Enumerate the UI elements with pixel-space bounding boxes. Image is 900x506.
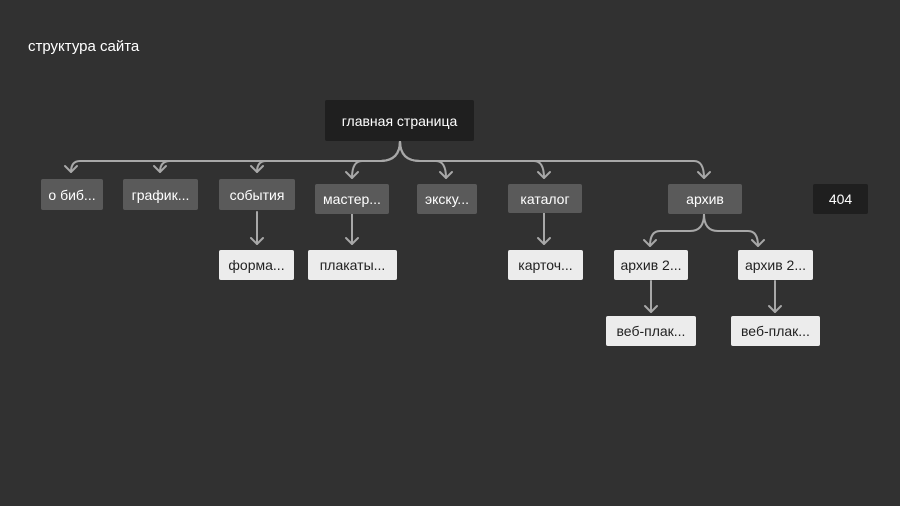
connector-home-masterclass	[351, 140, 401, 179]
connector-archive-b	[703, 213, 759, 247]
diagram-title: структура сайта	[28, 38, 140, 55]
node-about[interactable]: о биб...	[41, 179, 103, 210]
node-archive-child-a[interactable]: архив 2...	[614, 250, 688, 280]
node-404[interactable]: 404	[813, 184, 868, 214]
connector-home-catalog	[399, 140, 545, 179]
node-webposter-a[interactable]: веб-плак...	[606, 316, 696, 346]
connector-home-events	[256, 140, 401, 173]
node-graphics[interactable]: график...	[123, 179, 198, 210]
node-posters[interactable]: плакаты...	[308, 250, 397, 280]
node-home[interactable]: главная страница	[325, 100, 474, 141]
node-format[interactable]: форма...	[219, 250, 294, 280]
connector-home-excursions	[399, 140, 447, 179]
node-events[interactable]: события	[219, 179, 295, 210]
node-webposter-b[interactable]: веб-плак...	[731, 316, 820, 346]
node-catalog[interactable]: каталог	[508, 184, 582, 213]
connector-home-about	[70, 140, 401, 173]
connector-home-archive	[399, 140, 705, 179]
node-excursions[interactable]: экску...	[417, 184, 477, 214]
node-archive-child-b[interactable]: архив 2...	[738, 250, 813, 280]
node-card[interactable]: карточ...	[508, 250, 583, 280]
connector-archive-a	[649, 213, 705, 247]
connector-home-graphics	[159, 140, 401, 173]
node-archive[interactable]: архив	[668, 184, 742, 214]
node-masterclass[interactable]: мастер...	[315, 184, 389, 214]
